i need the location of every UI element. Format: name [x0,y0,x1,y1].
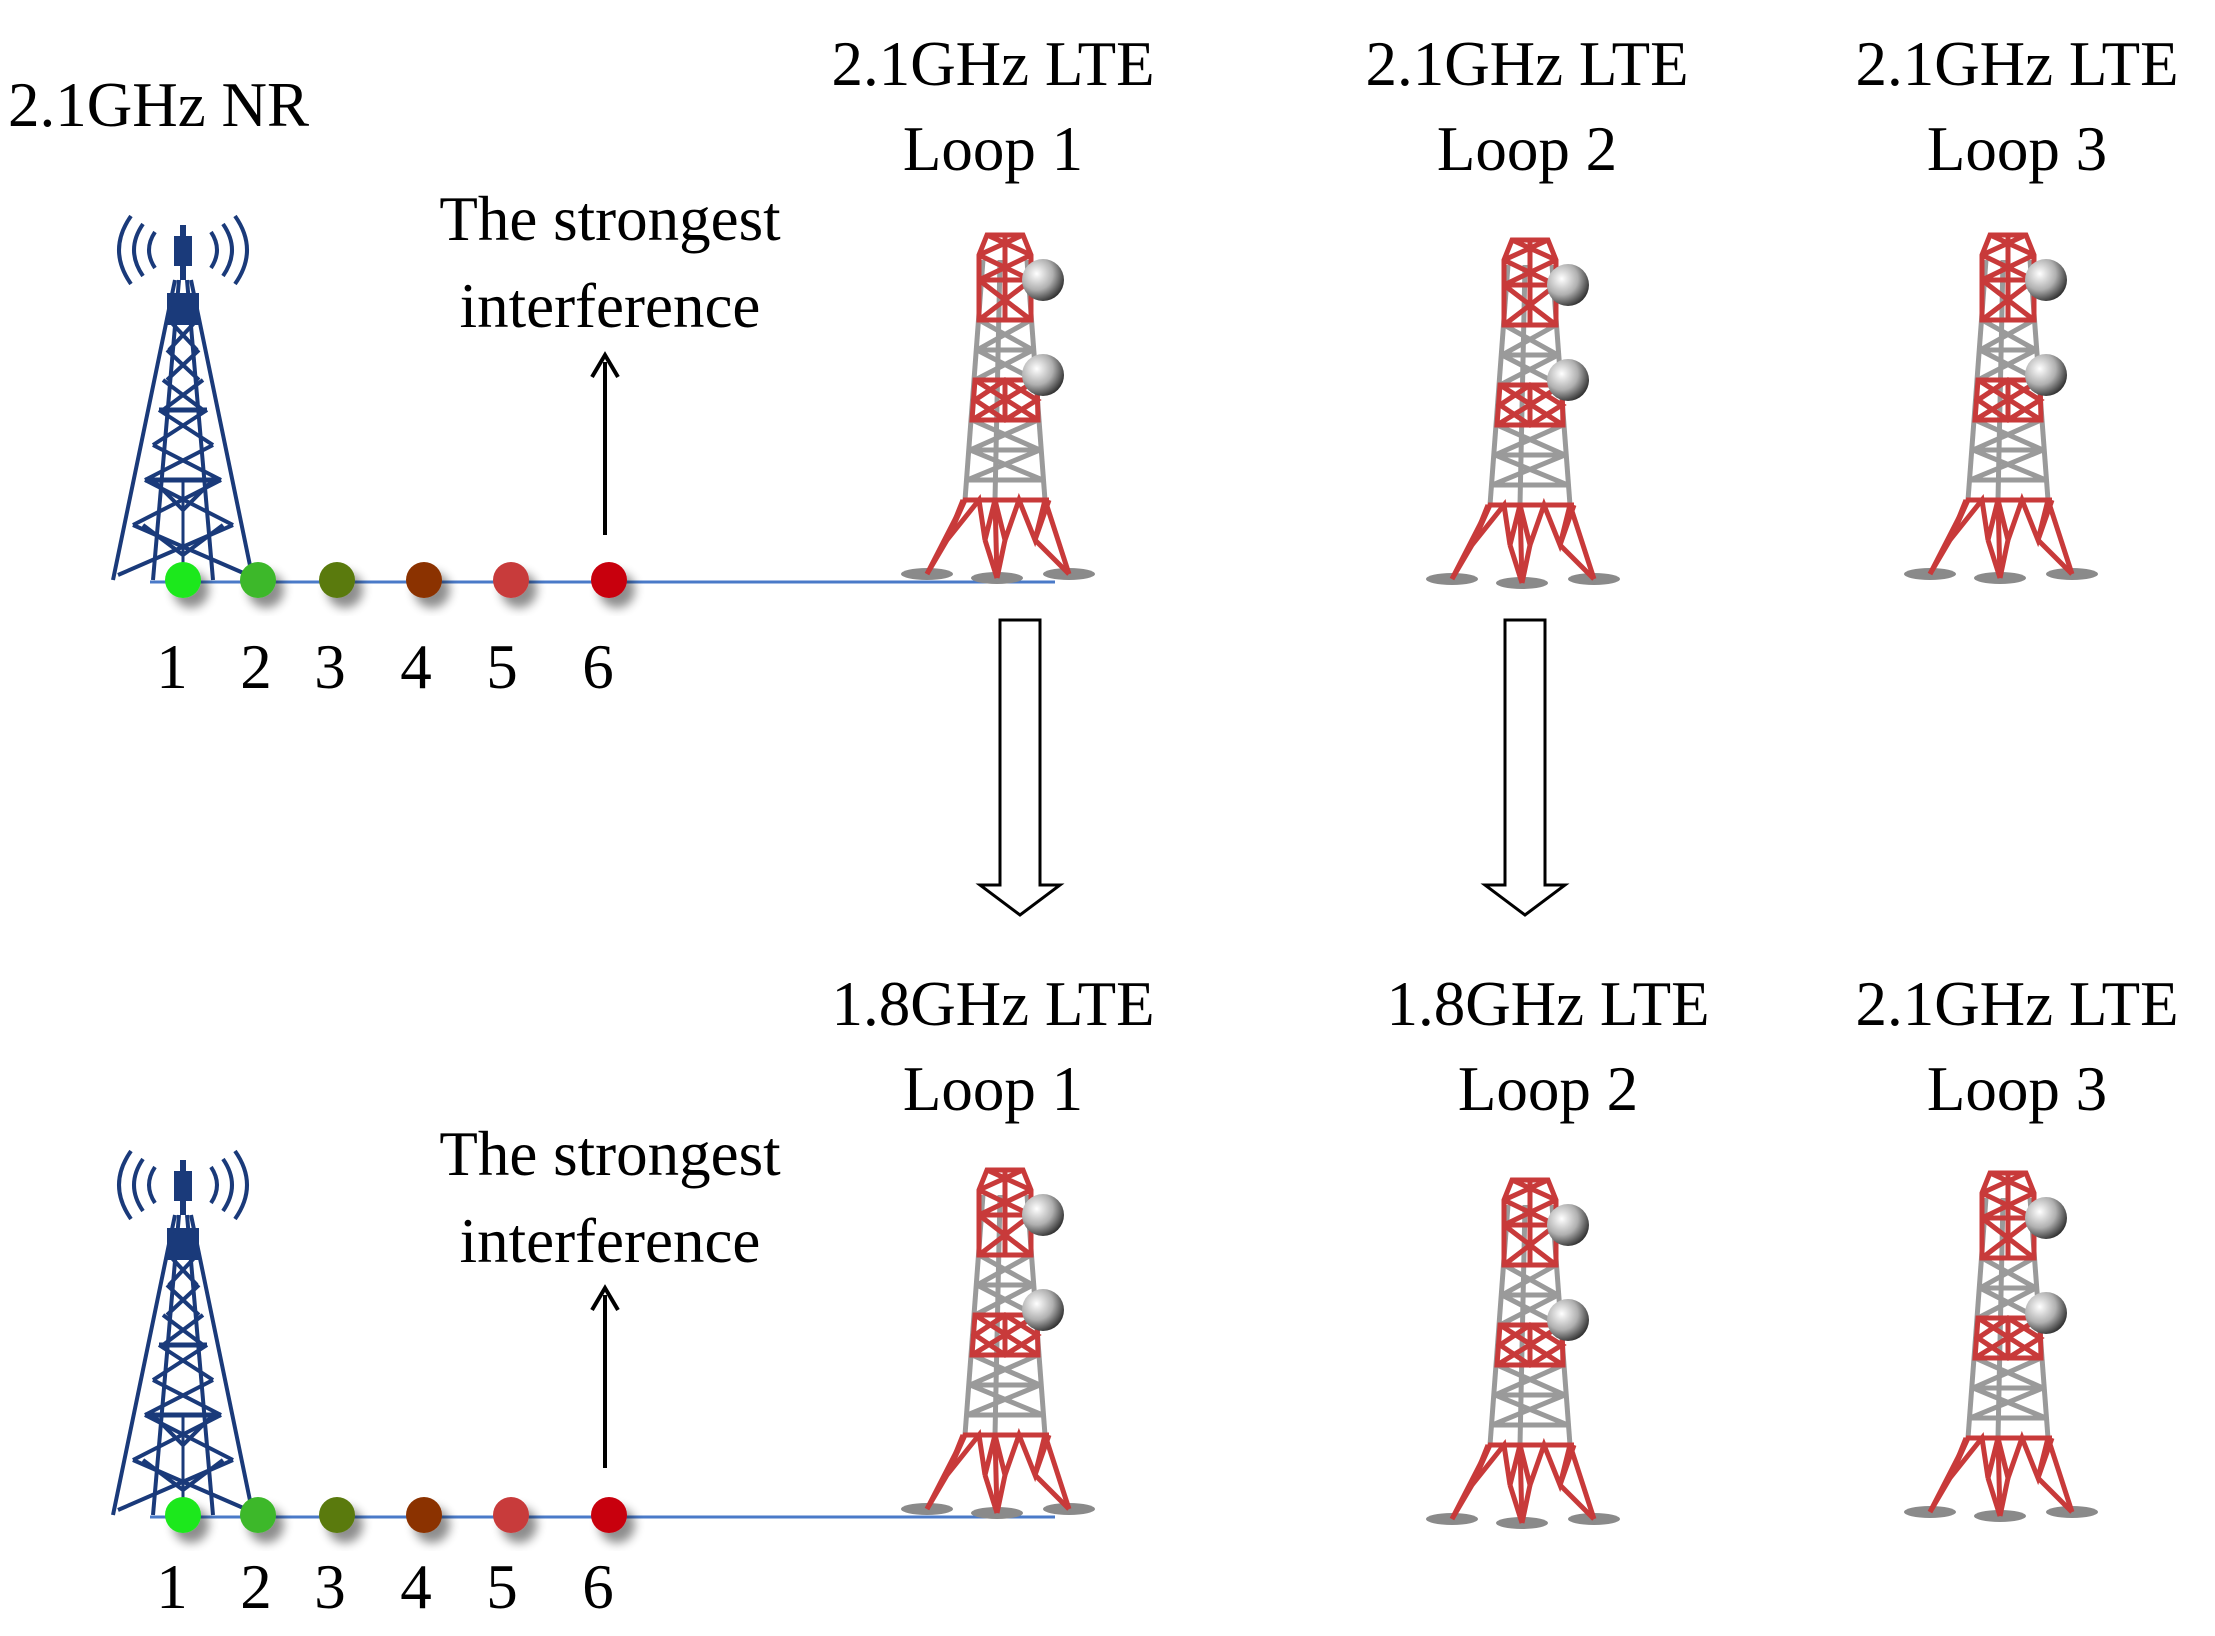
measurement-point-6 [591,1497,627,1533]
band-label: 2.1GHz LTE [1855,969,2178,1039]
lte-site-top-3: 2.1GHz LTE Loop 3 [1855,29,2179,584]
measurement-point-1 [165,562,201,598]
interference-label-line1: The strongest [439,1119,781,1189]
point-label-5: 5 [486,1552,518,1622]
lte-tower-icon [901,1170,1095,1519]
nr-tower-icon [113,1151,253,1515]
measurement-point-3 [319,1497,355,1533]
lte-site-bottom-2: 1.8GHz LTE Loop 2 [1386,969,1710,1529]
point-label-1: 1 [156,632,188,702]
band-label: 2.1GHz LTE [1855,29,2178,99]
measurement-point-5 [493,1497,529,1533]
measurement-point-1 [165,1497,201,1533]
measurement-point-6 [591,562,627,598]
loop-label: Loop 1 [903,1054,1083,1124]
measurement-point-4 [406,562,442,598]
interference-label-line1: The strongest [439,184,781,254]
lte-site-bottom-3: 2.1GHz LTE Loop 3 [1855,969,2179,1522]
loop-label: Loop 2 [1458,1054,1638,1124]
lte-tower-icon [1426,240,1620,589]
band-label: 1.8GHz LTE [831,969,1154,1039]
lte-tower-icon [901,235,1095,584]
lte-tower-icon [1904,1173,2098,1522]
change-arrow-icon [1480,618,1570,917]
point-label-3: 3 [314,1552,346,1622]
interference-annotation: The strongest interference [439,184,781,535]
point-label-6: 6 [582,1552,614,1622]
measurement-point-2 [240,1497,276,1533]
interference-label-line2: interference [460,1206,761,1276]
lte-site-bottom-1: 1.8GHz LTE Loop 1 [831,969,1155,1519]
point-label-3: 3 [314,632,346,702]
loop-label: Loop 3 [1927,114,2107,184]
measurement-point-3 [319,562,355,598]
point-label-1: 1 [156,1552,188,1622]
point-label-6: 6 [582,632,614,702]
point-label-4: 4 [400,632,432,702]
point-label-4: 4 [400,1552,432,1622]
measurement-point-4 [406,1497,442,1533]
nr-label: 2.1GHz NR [8,70,309,140]
lte-site-top-1: 2.1GHz LTE Loop 1 [831,29,1155,584]
band-label: 1.8GHz LTE [1386,969,1709,1039]
interference-label-line2: interference [460,271,761,341]
point-label-2: 2 [240,632,272,702]
loop-label: Loop 2 [1437,114,1617,184]
interference-annotation: The strongest interference [439,1119,781,1468]
point-label-5: 5 [486,632,518,702]
band-label: 2.1GHz LTE [831,29,1154,99]
lte-tower-icon [1426,1180,1620,1529]
lte-tower-icon [1904,235,2098,584]
band-label: 2.1GHz LTE [1365,29,1688,99]
measurement-point-2 [240,562,276,598]
lte-site-top-2: 2.1GHz LTE Loop 2 [1365,29,1689,589]
loop-label: Loop 1 [903,114,1083,184]
loop-label: Loop 3 [1927,1054,2107,1124]
change-arrow-icon [975,618,1065,917]
point-label-2: 2 [240,1552,272,1622]
nr-tower-icon [113,216,253,580]
measurement-point-5 [493,562,529,598]
